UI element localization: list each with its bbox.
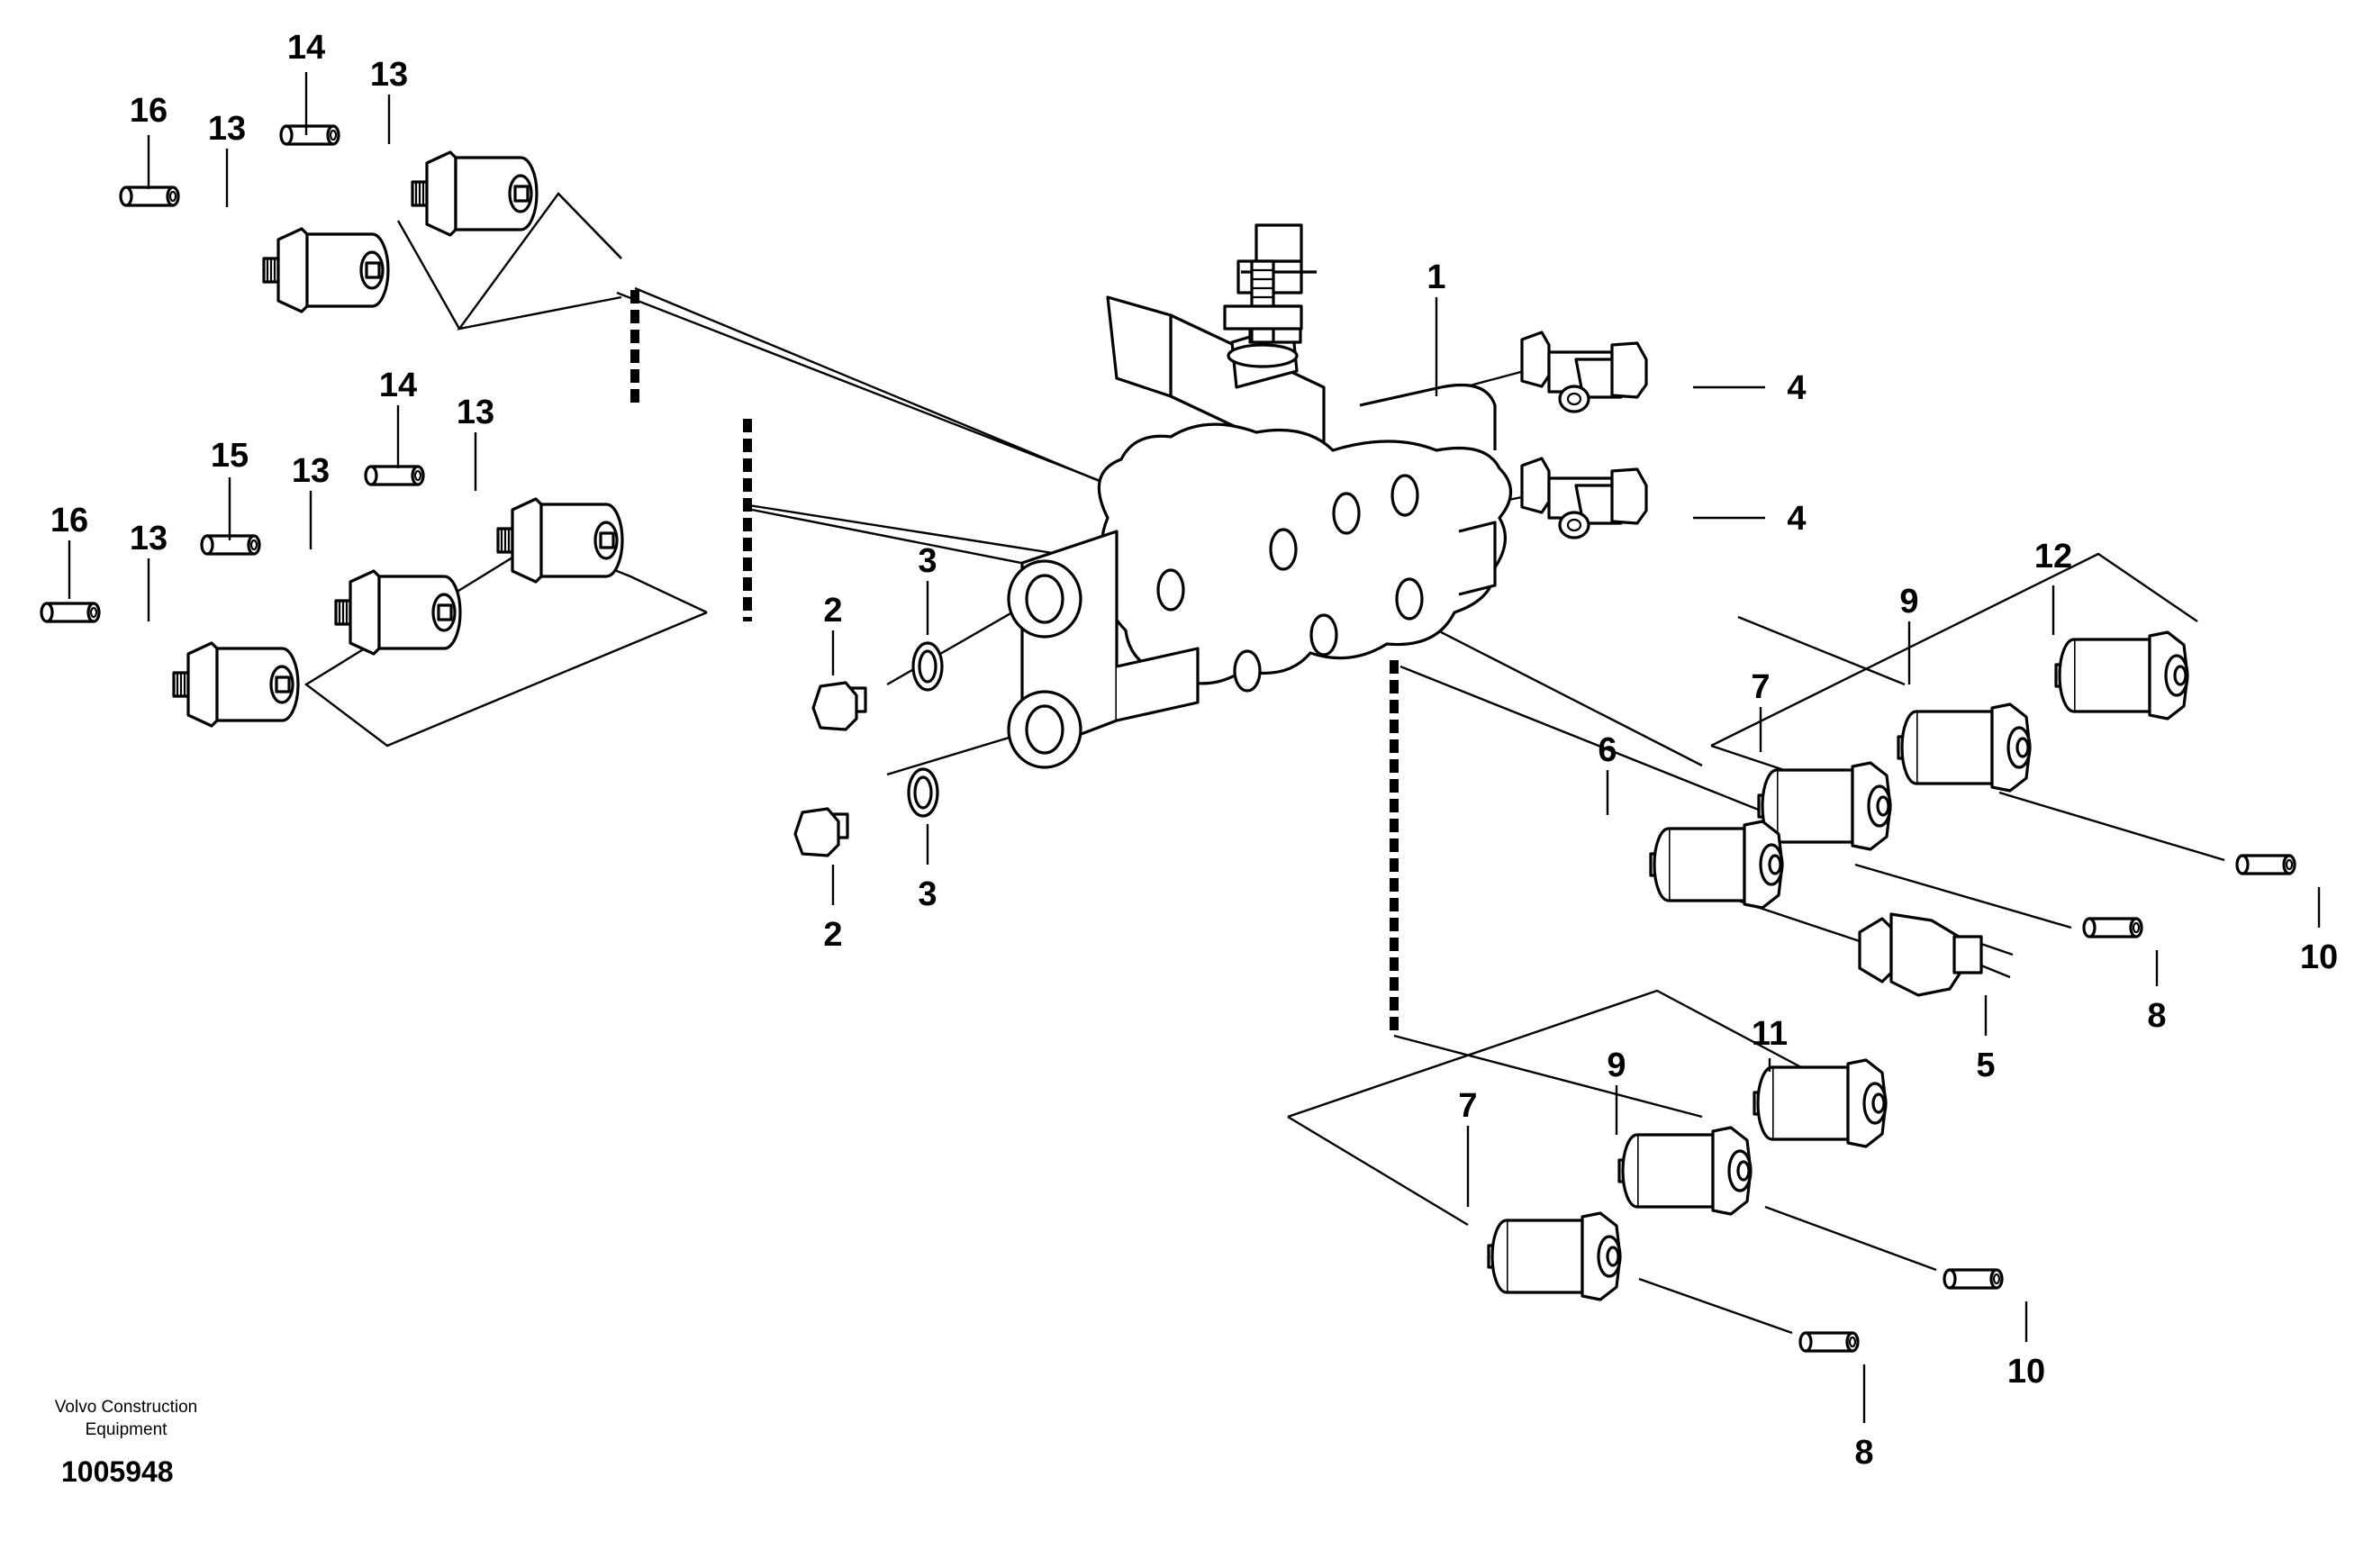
callout-7-upper: 7: [1751, 668, 1770, 706]
pipe-16-upper: [119, 186, 180, 207]
callout-5: 5: [1976, 1047, 1995, 1084]
sensor-11: [1753, 1058, 1888, 1148]
stud-with-nuts: [1223, 259, 1303, 368]
callout-13-lower-b: 13: [292, 452, 330, 490]
pipe-14-lower: [364, 465, 425, 486]
callout-4-upper: 4: [1787, 369, 1806, 407]
pipe-10-upper: [2235, 854, 2296, 875]
pipe-10-lower: [1943, 1268, 2004, 1290]
callout-8-lower: 8: [1854, 1434, 1873, 1472]
sensor-9-lower: [1617, 1126, 1753, 1216]
callout-1: 1: [1427, 258, 1445, 296]
callout-12: 12: [2034, 538, 2072, 576]
plug-lower: [793, 807, 849, 857]
sensor-13-lower-b: [334, 569, 462, 656]
callout-9-upper: 9: [1899, 583, 1918, 621]
callout-7-lower: 7: [1458, 1087, 1477, 1125]
callout-10-upper: 10: [2300, 938, 2338, 976]
pipe-8-upper: [2082, 917, 2143, 938]
callout-leaders: [68, 72, 2321, 1423]
sensor-13-upper-a: [411, 150, 539, 237]
tee-fitting-upper: [1520, 331, 1648, 413]
callout-13-upper-b: 13: [208, 110, 246, 148]
sensor-9-upper: [1897, 702, 2032, 793]
switch-part-5: [1858, 912, 2014, 997]
sensor-6: [1649, 820, 1784, 910]
plug-upper: [811, 681, 867, 731]
sensor-13-lower-c: [172, 641, 300, 728]
sensor-12: [2054, 630, 2189, 721]
sensor-13-lower-a: [496, 497, 624, 584]
callout-6: 6: [1598, 731, 1617, 769]
washer-lower: [907, 767, 939, 818]
callout-3-upper: 3: [918, 542, 937, 580]
drawing-number: 1005948: [61, 1455, 174, 1488]
pipe-14-upper: [279, 124, 340, 146]
callout-9-lower: 9: [1607, 1047, 1626, 1084]
callout-13-lower-c: 13: [130, 520, 168, 557]
washer-upper: [911, 641, 944, 692]
pipe-16-lower: [40, 602, 101, 623]
callout-16-lower: 16: [50, 502, 88, 539]
valve-block-part-1: [1007, 223, 1512, 769]
callout-16-upper: 16: [130, 92, 168, 130]
callout-15: 15: [211, 437, 249, 475]
callout-14-upper: 14: [287, 29, 325, 67]
pipe-8-lower: [1798, 1331, 1860, 1353]
callout-13-lower-a: 13: [457, 394, 494, 431]
callout-11: 11: [1752, 1015, 1788, 1053]
callout-14-lower: 14: [379, 367, 417, 404]
callout-2-upper: 2: [823, 592, 842, 630]
callout-labels: 1 4 4 12 9 7 6 11 9 7 10 8 5 10 8 2 3 3 …: [50, 29, 2338, 1472]
callout-4-lower: 4: [1787, 500, 1806, 538]
credit-line-2: Equipment: [86, 1420, 168, 1439]
sensor-13-upper-b: [262, 227, 390, 313]
sensor-7-lower: [1487, 1211, 1622, 1301]
callout-13-upper-a: 13: [370, 56, 408, 94]
callout-3-lower: 3: [918, 875, 937, 913]
callout-10-lower: 10: [2007, 1353, 2045, 1391]
tee-fitting-lower: [1520, 457, 1648, 539]
credit-line-1: Volvo Construction: [55, 1398, 197, 1417]
callout-8-upper: 8: [2147, 997, 2166, 1035]
callout-2-lower: 2: [823, 916, 842, 954]
